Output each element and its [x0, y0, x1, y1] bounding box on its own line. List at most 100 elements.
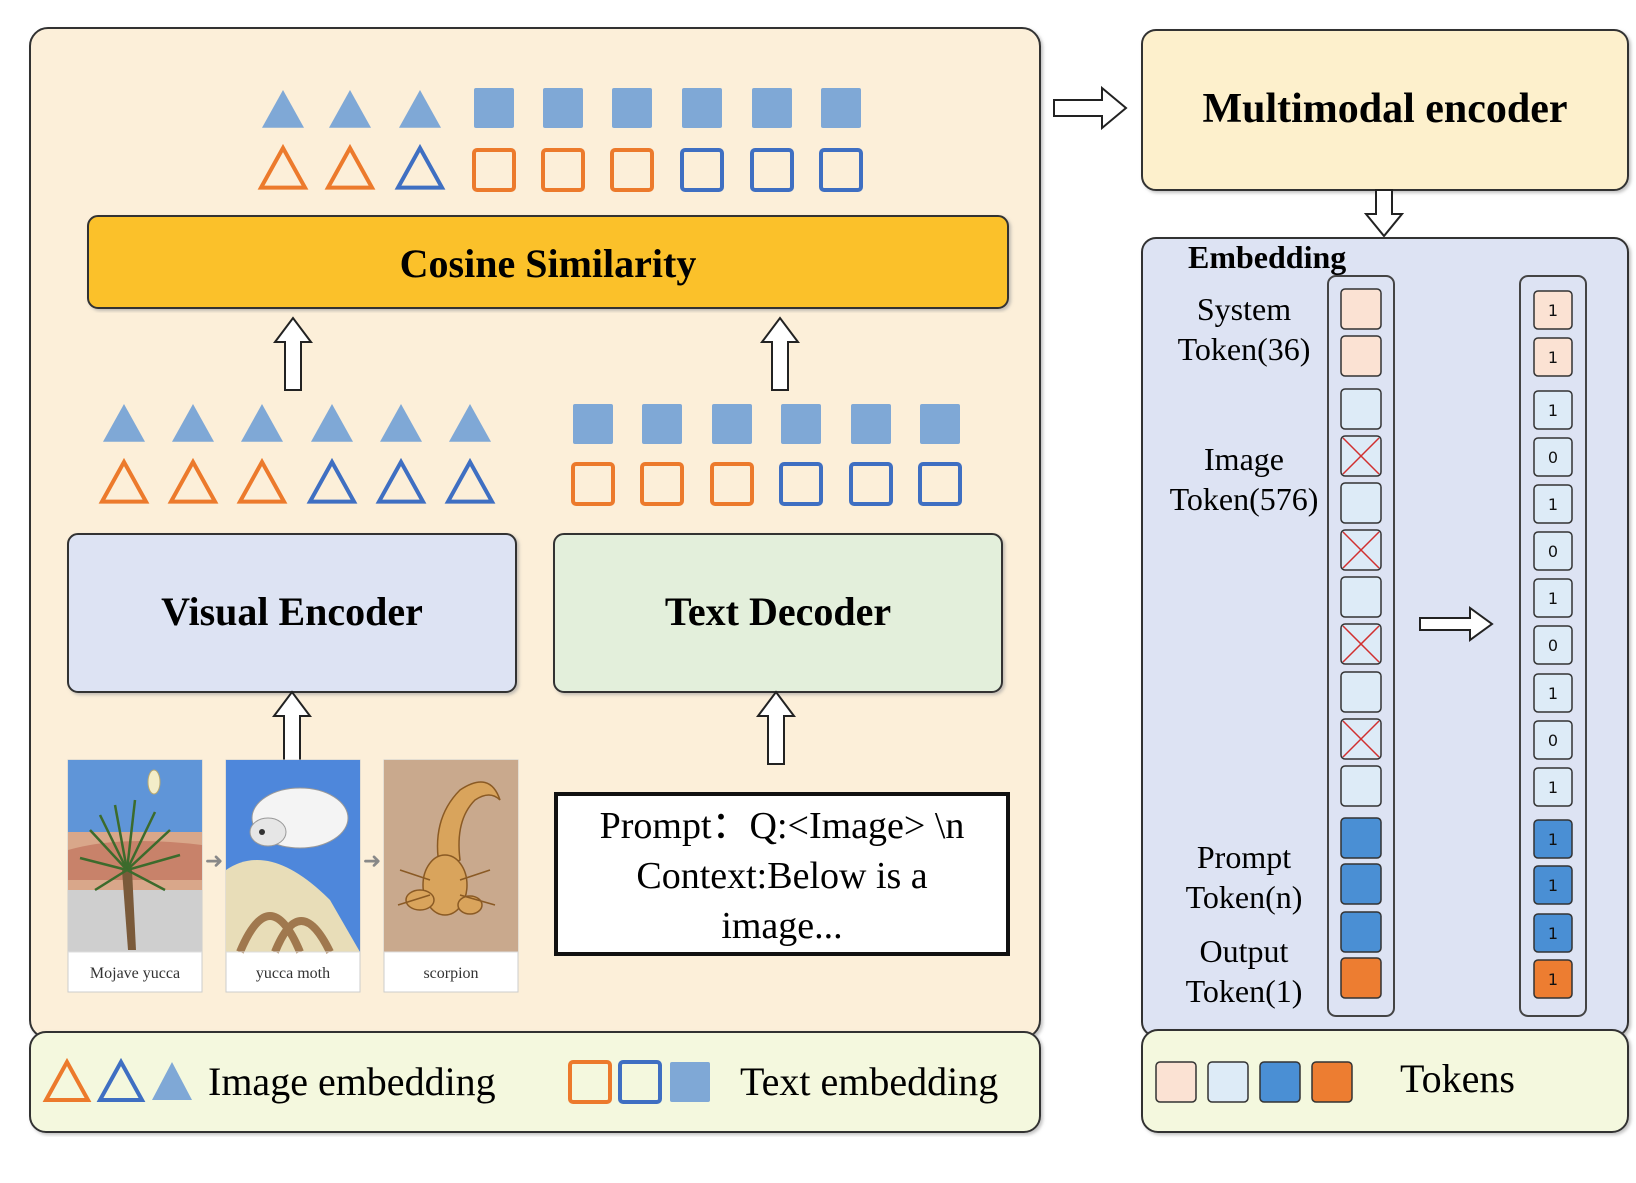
image-embedding-triangle-icon [324, 143, 376, 190]
mask-value-cell [1533, 959, 1573, 999]
legend-right [1141, 1029, 1629, 1133]
text-embedding-square-icon [472, 148, 516, 192]
mask-value-text: 1 [1548, 970, 1558, 989]
triangle-icon [152, 1062, 192, 1100]
text-embedding-square-icon [642, 404, 682, 444]
triangle-icon [42, 1057, 92, 1102]
text-embedding-square-icon [752, 88, 792, 128]
legend-image-label: Image embedding [208, 1059, 496, 1104]
text-embedding-square-icon [571, 462, 615, 506]
text-embedding-square-icon [779, 462, 823, 506]
image-embedding-triangle-icon [167, 457, 219, 504]
prompt-box [554, 792, 1010, 956]
image-card-scorpion: scorpion [383, 759, 519, 993]
mask-value-cell [1533, 484, 1573, 524]
text-embedding-square-icon [920, 404, 960, 444]
mask-value-cell [1533, 819, 1573, 859]
up-arrow-icon [272, 690, 312, 765]
text-embedding-outline-row [571, 462, 962, 506]
down-arrow-icon [1363, 189, 1405, 238]
text-embedding-square-icon [712, 404, 752, 444]
masked-x-icon [1342, 625, 1380, 663]
mask-value-text: 0 [1548, 542, 1558, 561]
prompt-line: Prompt：Q:<Image> \n [600, 805, 965, 847]
cosine-similarity-bar [87, 215, 1009, 309]
mask-value-cell [1533, 767, 1573, 807]
system-token-label: Token(36) [1178, 331, 1311, 367]
token-cell [1340, 482, 1382, 524]
cosine-similarity-label: Cosine Similarity [400, 241, 697, 286]
right-arrow-icon: ➜ [363, 849, 381, 874]
mask-value-cell [1533, 625, 1573, 665]
text-embedding-square-icon [541, 148, 585, 192]
prompt-token-label: Prompt [1197, 839, 1291, 875]
text-embedding-square-icon [640, 462, 684, 506]
up-arrow-icon [756, 690, 796, 765]
image-embedding-triangle-icon [103, 404, 145, 442]
text-embedding-square-icon [612, 88, 652, 128]
image-caption: yucca moth [256, 965, 330, 982]
mask-value-cell [1533, 531, 1573, 571]
mask-value-text: 1 [1548, 348, 1558, 367]
legend-text-label: Text embedding [740, 1059, 998, 1104]
token-cell [1340, 335, 1382, 377]
text-embedding-square-icon [680, 148, 724, 192]
image-token-label: Token(576) [1170, 481, 1319, 517]
image-embedding-triangle-icon [241, 404, 283, 442]
text-embedding-square-icon [610, 148, 654, 192]
mask-value-text: 1 [1548, 495, 1558, 514]
output-token-label: Output [1200, 933, 1289, 969]
text-decoder-label: Text Decoder [665, 589, 891, 634]
right-arrow-icon [1419, 606, 1494, 642]
text-embedding-square-icon [918, 462, 962, 506]
text-embedding-square-icon [819, 148, 863, 192]
mask-value-text: 1 [1548, 778, 1558, 797]
triangle-icon [96, 1057, 146, 1102]
legend-token-swatch [1207, 1061, 1249, 1103]
prompt-line: Context:Below is a [636, 855, 927, 897]
mask-value-text: 1 [1548, 301, 1558, 320]
text-embedding-square-icon [573, 404, 613, 444]
token-cell [1340, 388, 1382, 430]
token-column-right [1519, 275, 1587, 1017]
image-embedding-filled-row [103, 404, 491, 442]
mask-value-text: 0 [1548, 448, 1558, 467]
output-token-label: Token(1) [1186, 973, 1303, 1009]
right-arrow-icon: ➜ [205, 849, 223, 874]
text-embedding-square-icon [851, 404, 891, 444]
top-outline-embedding-row [257, 143, 863, 192]
visual-encoder-label: Visual Encoder [161, 589, 423, 634]
scorpion-icon [397, 781, 501, 916]
image-embedding-triangle-icon [236, 457, 288, 504]
image-embedding-triangle-icon [262, 90, 304, 128]
mask-value-cell [1533, 720, 1573, 760]
image-token-label: Image [1204, 441, 1284, 477]
embedding-title: Embedding [1188, 239, 1346, 275]
legend-token-swatch [1259, 1061, 1301, 1103]
mask-value-text: 1 [1548, 830, 1558, 849]
masked-x-icon [1342, 437, 1380, 475]
top-filled-embedding-row [262, 88, 861, 128]
image-sequence: Mojave yucca ➜ yucca moth ➜ [67, 759, 519, 993]
mask-value-text: 1 [1548, 876, 1558, 895]
mask-value-cell [1533, 290, 1573, 330]
image-embedding-triangle-icon [399, 90, 441, 128]
legend-image-swatches [42, 1057, 192, 1102]
mask-value-cell [1533, 673, 1573, 713]
token-cell [1340, 765, 1382, 807]
up-arrow-icon [760, 316, 800, 391]
legend-tokens-label: Tokens [1400, 1056, 1515, 1101]
image-embedding-triangle-icon [375, 457, 427, 504]
masked-x-icon [1342, 531, 1380, 569]
image-embedding-triangle-icon [311, 404, 353, 442]
image-embedding-triangle-icon [380, 404, 422, 442]
mask-value-text: 1 [1548, 589, 1558, 608]
yucca-plant-icon [79, 769, 181, 950]
text-embedding-square-icon [682, 88, 722, 128]
text-embedding-square-icon [781, 404, 821, 444]
image-embedding-triangle-icon [444, 457, 496, 504]
masked-x-icon [1342, 720, 1380, 758]
text-embedding-square-icon [474, 88, 514, 128]
